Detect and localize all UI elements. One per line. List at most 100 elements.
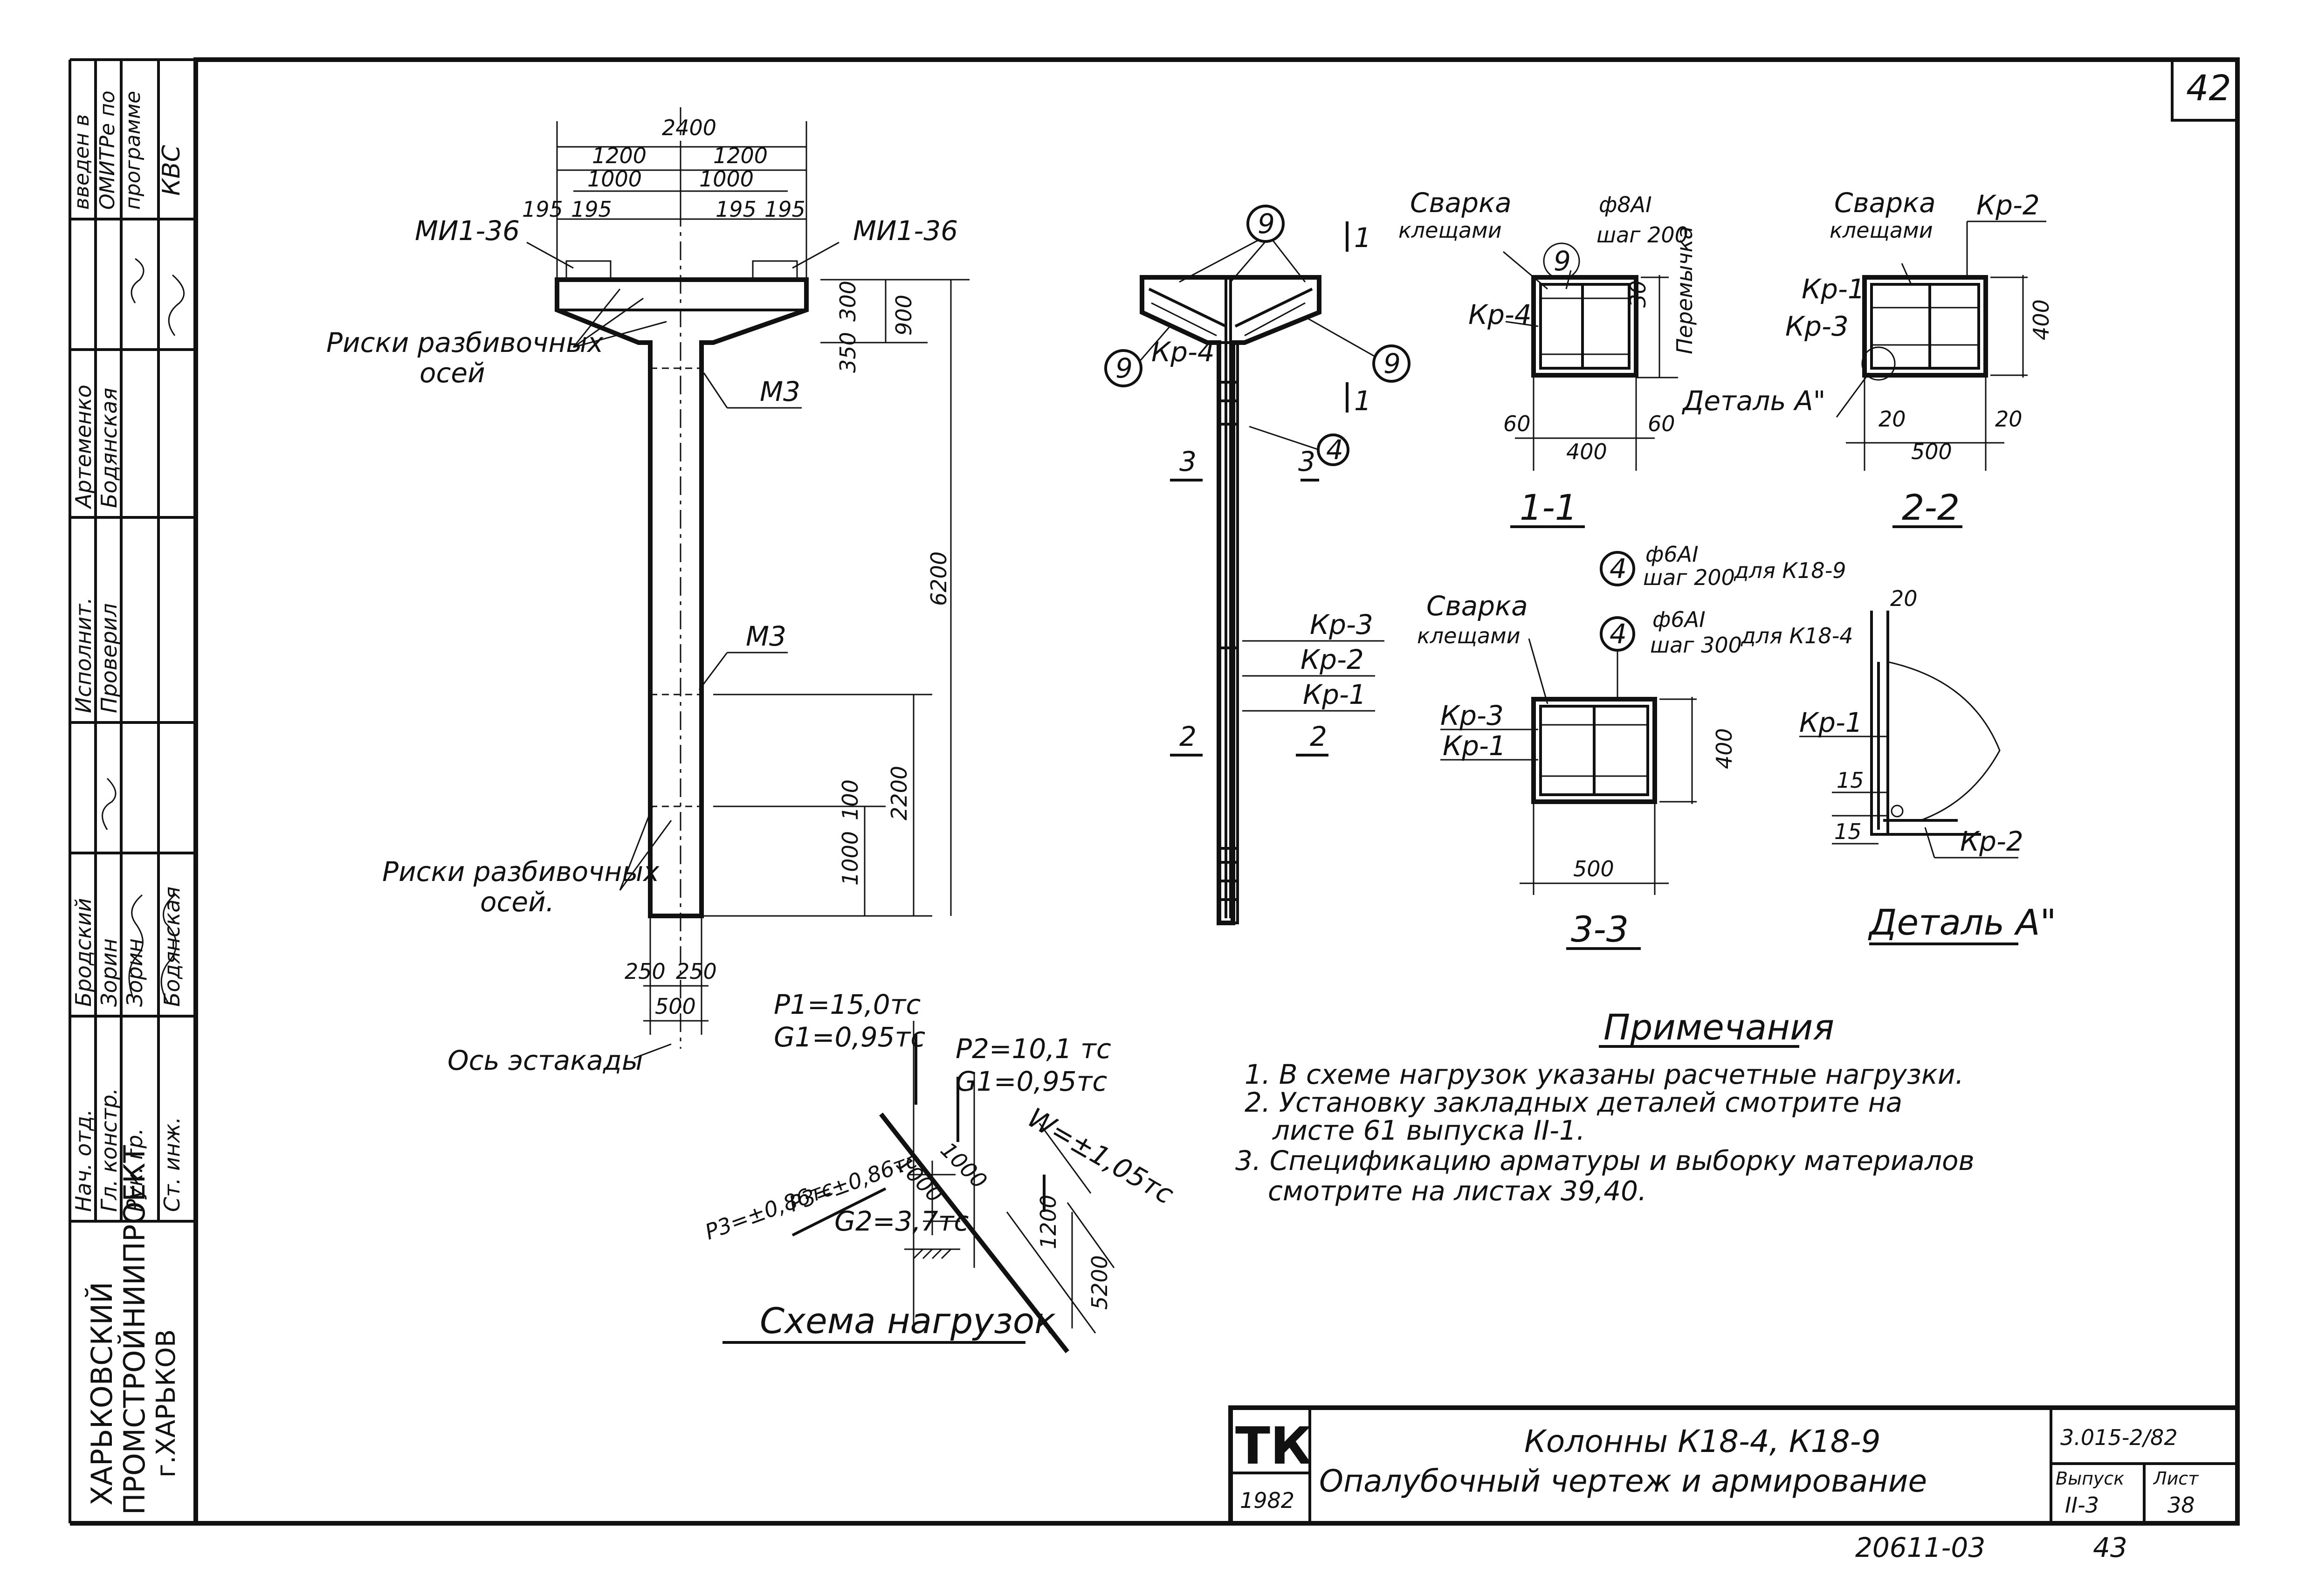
svg-text:листе 61 выпуска II-1.: листе 61 выпуска II-1. bbox=[1272, 1114, 1585, 1146]
svg-text:Ст. инж.: Ст. инж. bbox=[159, 1117, 185, 1212]
svg-text:Кр-1: Кр-1 bbox=[1443, 730, 1506, 762]
svg-text:Кр-3: Кр-3 bbox=[1785, 310, 1849, 342]
notes: Примечания 1. В схеме нагрузок указаны р… bbox=[1235, 1006, 1975, 1207]
svg-text:3: 3 bbox=[1179, 446, 1197, 477]
svg-text:P1=15,0тс: P1=15,0тс bbox=[774, 989, 921, 1020]
svg-text:1000: 1000 bbox=[936, 1137, 992, 1194]
svg-text:Кр-2: Кр-2 bbox=[1960, 826, 2023, 857]
svg-text:5200: 5200 bbox=[1087, 1255, 1112, 1310]
svg-text:Кр-2: Кр-2 bbox=[1976, 189, 2040, 221]
load-scheme bbox=[722, 1021, 1115, 1354]
svg-text:Бодянская: Бодянская bbox=[159, 887, 185, 1007]
svg-text:2200: 2200 bbox=[887, 766, 912, 820]
svg-text:Риски разбивочных: Риски разбивочных bbox=[326, 327, 604, 358]
margin-note: введен в ОМИТРе по программе КВС bbox=[70, 90, 186, 210]
svg-text:1200: 1200 bbox=[713, 143, 768, 168]
title-line-1: Колонны К18-4, К18-9 bbox=[1524, 1424, 1880, 1459]
svg-text:1000: 1000 bbox=[699, 166, 754, 192]
svg-text:Кр-1: Кр-1 bbox=[1802, 273, 1865, 305]
svg-text:1: 1 bbox=[1354, 222, 1371, 254]
title-block bbox=[1228, 1405, 2240, 1526]
svg-text:1: 1 bbox=[1354, 385, 1371, 417]
svg-text:500: 500 bbox=[1573, 856, 1614, 881]
logo: ТК bbox=[1235, 1416, 1312, 1476]
svg-text:Кр-3: Кр-3 bbox=[1310, 609, 1373, 640]
svg-text:Сварка: Сварка bbox=[1834, 187, 1936, 219]
svg-text:Риски разбивочных: Риски разбивочных bbox=[382, 856, 660, 887]
svg-text:15: 15 bbox=[1834, 819, 1862, 844]
svg-text:250: 250 bbox=[676, 959, 717, 984]
svg-text:ПРОМСТРОЙНИИПРОЕКТ: ПРОМСТРОЙНИИПРОЕКТ bbox=[117, 1145, 151, 1515]
svg-text:1000: 1000 bbox=[587, 166, 642, 192]
svg-text:900: 900 bbox=[891, 295, 916, 336]
svg-text:осей: осей bbox=[420, 357, 485, 389]
handwritten-signatures bbox=[102, 258, 185, 1003]
svg-text:Бродский: Бродский bbox=[71, 898, 96, 1007]
svg-text:20: 20 bbox=[1878, 406, 1906, 432]
svg-text:2: 2 bbox=[1179, 721, 1197, 752]
svg-text:3-3: 3-3 bbox=[1571, 908, 1629, 950]
svg-text:300: 300 bbox=[835, 281, 860, 322]
svg-text:КВС: КВС bbox=[158, 144, 186, 196]
load-scheme-labels: P1=15,0тс G1=0,95тс P2=10,1 тс G1=0,95тс… bbox=[702, 989, 1179, 1341]
issue-value: II-3 bbox=[2065, 1493, 2099, 1518]
svg-text:250: 250 bbox=[625, 959, 666, 984]
svg-text:ф6АI: ф6АI bbox=[1645, 542, 1699, 567]
svg-text:Кр-4: Кр-4 bbox=[1468, 299, 1532, 330]
svg-text:P2=10,1 тс: P2=10,1 тс bbox=[956, 1033, 1111, 1065]
svg-text:Проверил: Проверил bbox=[96, 603, 122, 713]
svg-text:Артеменко: Артеменко bbox=[71, 385, 96, 509]
svg-text:195: 195 bbox=[522, 197, 563, 222]
svg-text:2. Установку закладных деталей: 2. Установку закладных деталей смотрите … bbox=[1245, 1087, 1902, 1118]
svg-text:М3: М3 bbox=[746, 620, 786, 652]
svg-text:9: 9 bbox=[1554, 245, 1571, 277]
elevation-dimensions: 2400 1200 1200 1000 1000 195 195 195 195… bbox=[522, 115, 951, 1019]
svg-text:шаг 300: шаг 300 bbox=[1650, 633, 1742, 658]
svg-text:15: 15 bbox=[1837, 768, 1864, 793]
svg-text:Рук. гр.: Рук. гр. bbox=[122, 1128, 147, 1212]
issue-label: Выпуск bbox=[2056, 1468, 2124, 1489]
svg-text:9: 9 bbox=[1258, 208, 1275, 240]
signature-strip bbox=[70, 60, 196, 1223]
svg-text:клещами: клещами bbox=[1830, 218, 1933, 243]
svg-text:МИ1-36: МИ1-36 bbox=[853, 215, 958, 247]
svg-text:программе: программе bbox=[121, 91, 145, 210]
svg-text:195: 195 bbox=[571, 197, 612, 222]
svg-text:Кр-4: Кр-4 bbox=[1151, 336, 1215, 368]
svg-text:4: 4 bbox=[1610, 553, 1627, 585]
svg-text:W=±1,05тс: W=±1,05тс bbox=[1022, 1101, 1179, 1211]
svg-text:400: 400 bbox=[1566, 439, 1607, 464]
signature-entries: Нач. отд. Гл. констр. Рук. гр. Ст. инж. … bbox=[71, 385, 185, 1212]
svg-text:Гл. констр.: Гл. констр. bbox=[96, 1088, 122, 1212]
column-elevation bbox=[526, 107, 970, 1059]
svg-text:G1=0,95тс: G1=0,95тс bbox=[774, 1021, 925, 1053]
svg-text:400: 400 bbox=[2029, 299, 2054, 340]
svg-text:Зорин: Зорин bbox=[122, 938, 147, 1007]
svg-text:Сварка: Сварка bbox=[1426, 590, 1528, 622]
svg-text:30: 30 bbox=[1625, 280, 1651, 308]
svg-text:г.ХАРЬКОВ: г.ХАРЬКОВ bbox=[151, 1329, 181, 1478]
svg-text:шаг 200: шаг 200 bbox=[1596, 222, 1688, 248]
svg-text:Деталь А": Деталь А" bbox=[1868, 901, 2056, 943]
doc-code: 3.015-2/82 bbox=[2060, 1425, 2178, 1450]
svg-text:МИ1-36: МИ1-36 bbox=[415, 215, 520, 247]
svg-text:шаг 200: шаг 200 bbox=[1643, 565, 1735, 590]
svg-text:3: 3 bbox=[1298, 446, 1315, 477]
svg-text:ХАРЬКОВСКИЙ: ХАРЬКОВСКИЙ bbox=[85, 1282, 119, 1506]
svg-text:1200: 1200 bbox=[1036, 1195, 1061, 1249]
svg-text:9: 9 bbox=[1115, 352, 1133, 384]
reinforcement-labels: 9 9 9 Кр-4 4 1 1 3 3 2 2 Кр-3 Кр-2 Кр-1 bbox=[1115, 208, 1401, 752]
svg-text:2400: 2400 bbox=[662, 115, 716, 140]
svg-text:Перемычка: Перемычка bbox=[1672, 226, 1697, 354]
svg-text:для К18-4: для К18-4 bbox=[1741, 623, 1853, 648]
svg-text:3. Спецификацию арматуры и выб: 3. Спецификацию арматуры и выборку матер… bbox=[1235, 1145, 1975, 1176]
title-year: 1982 bbox=[1240, 1488, 1294, 1513]
svg-text:Кр-3: Кр-3 bbox=[1440, 700, 1504, 731]
svg-text:Зорин: Зорин bbox=[96, 938, 122, 1007]
svg-text:Схема нагрузок: Схема нагрузок bbox=[760, 1300, 1056, 1341]
svg-text:6200: 6200 bbox=[926, 551, 951, 606]
section-1-1 bbox=[1503, 242, 1678, 528]
bottom-code: 20611-03 bbox=[1855, 1532, 1985, 1563]
svg-text:195: 195 bbox=[764, 197, 805, 222]
